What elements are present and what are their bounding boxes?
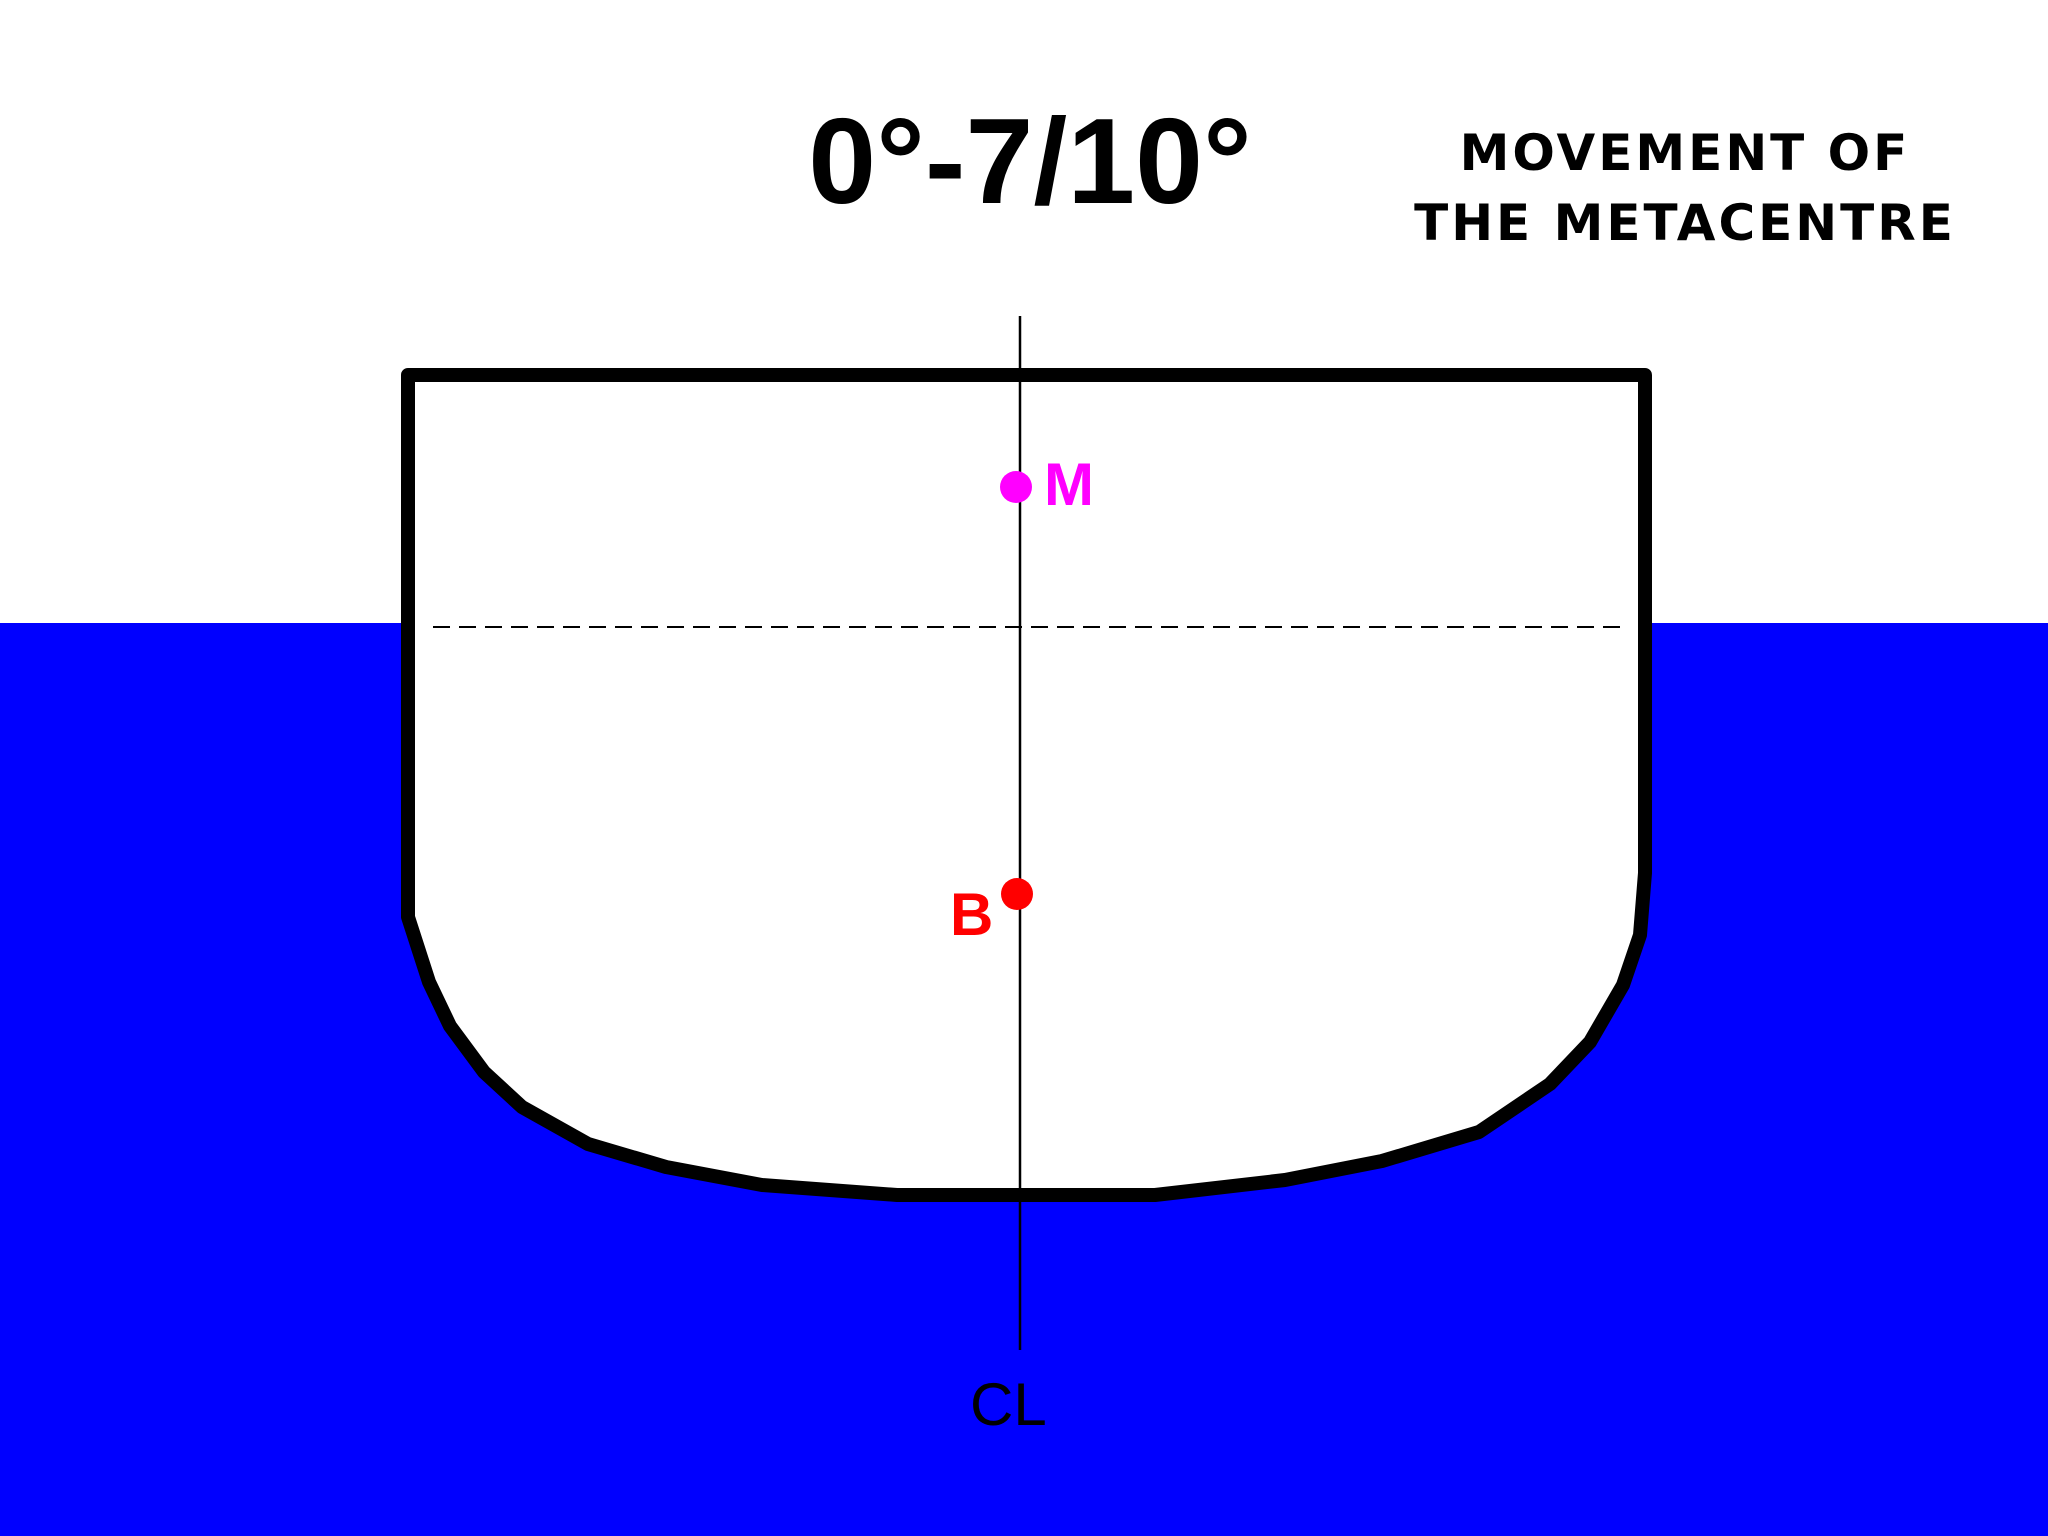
metacentre-point bbox=[1000, 471, 1032, 503]
caption-line-2: THE METACENTRE bbox=[1414, 194, 1956, 252]
metacentre-label: M bbox=[1044, 451, 1094, 518]
buoyancy-point bbox=[1001, 878, 1033, 910]
centreline-label: CL bbox=[970, 1371, 1047, 1438]
heel-angle-title: 0°-7/10° bbox=[808, 93, 1252, 229]
diagram-caption: MOVEMENT OF THE METACENTRE bbox=[1385, 118, 1985, 258]
ship-hull bbox=[401, 368, 1652, 1202]
buoyancy-label: B bbox=[950, 881, 994, 948]
caption-line-1: MOVEMENT OF bbox=[1459, 124, 1911, 182]
